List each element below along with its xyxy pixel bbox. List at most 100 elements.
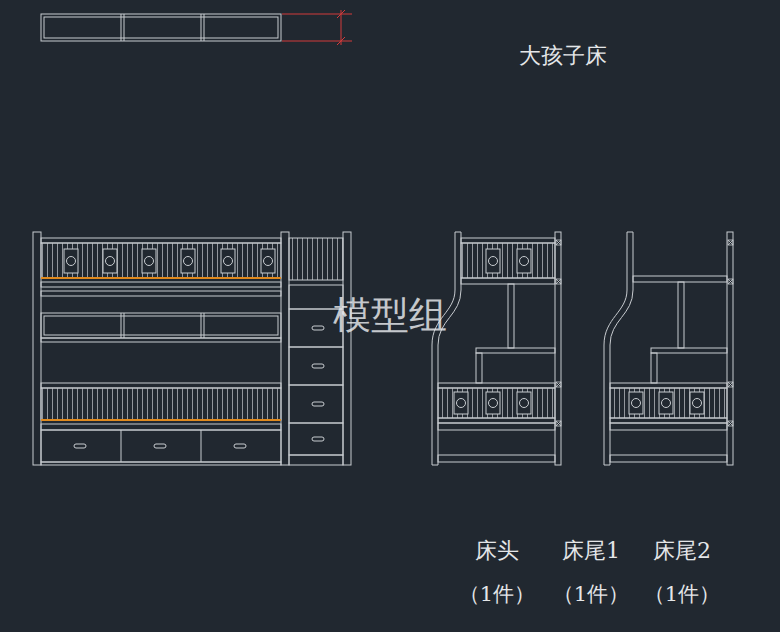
front-view-part-part [67, 257, 76, 266]
front-view-part [201, 430, 202, 462]
dimension-line [282, 10, 352, 45]
headboard-view-part [486, 249, 531, 273]
headboard-view-part-part [520, 257, 529, 266]
footboard-view-part-part [728, 421, 733, 426]
headboard-view-part-part [486, 249, 500, 273]
front-view-part [41, 291, 281, 296]
headboard-view-part [555, 232, 561, 465]
front-view-part [64, 249, 275, 273]
headboard-view-part-part [489, 257, 498, 266]
headboard-view-part-part [489, 399, 498, 408]
front-view-part [312, 402, 324, 406]
footboard-view-part [610, 423, 727, 430]
top-view-part [204, 14, 205, 41]
quantity-note: （1件） [459, 580, 535, 608]
footboard-view-part-part [690, 392, 704, 414]
front-view-part [289, 385, 343, 423]
front-view-part [41, 462, 281, 465]
headboard-view-part [508, 284, 514, 348]
front-view-part [41, 419, 281, 421]
headboard-view-part-part [556, 382, 561, 387]
headboard-view-part [461, 238, 555, 243]
front-view-part [312, 326, 324, 330]
footboard-view-part [633, 276, 727, 282]
front-view-part [121, 313, 122, 338]
quantity-note: （1件） [644, 580, 720, 608]
headboard-view-part [476, 348, 555, 353]
top-view-part [121, 14, 122, 41]
footboard-view-part-part [629, 392, 643, 414]
view-name: 床头 [475, 536, 519, 566]
footboard-view-part [610, 418, 727, 423]
headboard-view-part [438, 418, 555, 423]
footboard-view-part-part [728, 382, 733, 387]
dimension-line-part [337, 10, 345, 18]
headboard-view-part [461, 278, 555, 284]
headboard-view-part [438, 455, 555, 462]
front-view-part [41, 383, 281, 388]
view-name: 床尾1 [562, 536, 620, 566]
headboard-view-part-part [556, 279, 561, 284]
footboard-view-part-part [728, 382, 733, 387]
front-view [33, 232, 351, 465]
front-view-part-part [145, 257, 154, 266]
front-view-part [312, 364, 324, 368]
front-view-part-part [224, 257, 233, 266]
front-view-part [124, 313, 125, 338]
headboard-view-part-part [556, 240, 561, 245]
headboard-view-part-part [556, 279, 561, 284]
front-view-part-part [64, 249, 78, 273]
front-view-part [41, 424, 281, 430]
headboard-view-part [454, 392, 531, 414]
top-view-part [41, 14, 281, 41]
watermark: 模型组 [333, 290, 447, 341]
footboard-view-part [678, 282, 684, 348]
front-view-part [204, 313, 205, 338]
footboard-view-part-part [728, 421, 733, 426]
headboard-view-part-part [556, 421, 561, 426]
top-view-part [124, 14, 125, 41]
view-name: 床尾2 [653, 536, 711, 566]
front-view-part [281, 232, 289, 465]
footboard-view-part-part [728, 279, 733, 284]
footboard-view-part-part [632, 399, 641, 408]
footboard-view-part [728, 240, 733, 426]
headboard-view-part [556, 240, 561, 426]
headboard-view-part-part [556, 382, 561, 387]
footboard-view-part [610, 455, 727, 462]
headboard-view-part-part [486, 392, 500, 414]
footboard-view-part [651, 353, 657, 383]
front-view-part [41, 238, 281, 243]
headboard-view-part-part [454, 392, 468, 414]
dimension-line-part [341, 10, 342, 45]
footboard-view-part [629, 392, 704, 414]
front-view-part [289, 347, 343, 385]
front-view-part [312, 437, 324, 441]
front-view-part-part [142, 249, 156, 273]
headboard-view-part [438, 388, 555, 418]
front-view-part-part [264, 257, 273, 266]
front-view-part-part [221, 249, 235, 273]
top-view-part [44, 17, 278, 38]
footboard-view-part-part [662, 399, 671, 408]
front-view-part [41, 277, 281, 279]
front-view-part [289, 423, 343, 455]
footboard-view-part-part [728, 279, 733, 284]
front-view-part [74, 444, 86, 448]
headboard-view [432, 232, 561, 465]
front-view-part [41, 282, 281, 287]
footboard-view-part [610, 388, 727, 418]
front-view-part-part [184, 257, 193, 266]
top-view-part [201, 14, 202, 41]
footboard-view-part-part [728, 240, 733, 245]
front-view-part-part [103, 249, 117, 273]
dimension-line-part [337, 37, 345, 45]
front-view-part [154, 444, 166, 448]
headboard-view-part-part [556, 240, 561, 245]
footboard-view-part [610, 383, 727, 388]
front-view-part [289, 455, 343, 465]
front-view-part-part [106, 257, 115, 266]
front-view-part [41, 338, 281, 342]
front-view-part-part [261, 249, 275, 273]
